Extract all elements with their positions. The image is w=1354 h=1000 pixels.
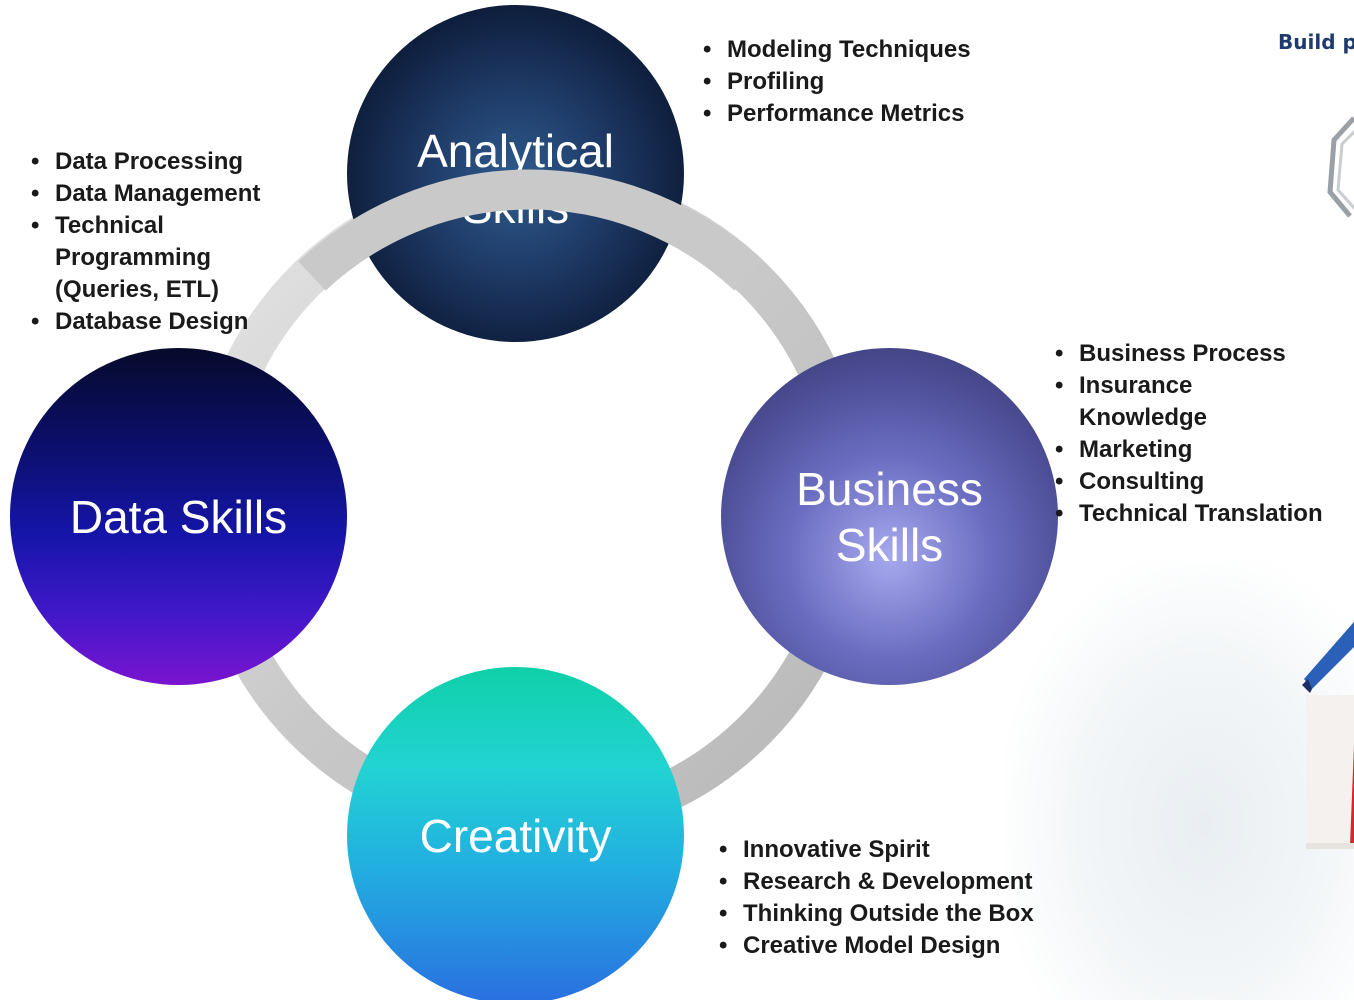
list-item: Data Processing <box>28 146 308 178</box>
business-line-2: Skills <box>835 518 944 571</box>
data-skills-label: Data Skills <box>70 489 287 545</box>
list-item: Technical Translation <box>1052 498 1354 530</box>
corner-title-text: Build p <box>1278 30 1354 54</box>
list-item: Insurance Knowledge <box>1052 370 1249 434</box>
business-skills-node: Business Skills <box>721 348 1058 685</box>
list-item: Data Management <box>28 178 308 210</box>
list-item: Performance Metrics <box>700 98 1040 130</box>
list-item: Research & Development <box>716 866 1096 898</box>
list-item: Profiling <box>700 66 1040 98</box>
data-skills-list: Data Processing Data Management Technica… <box>28 146 308 338</box>
business-line-1: Business <box>796 462 983 515</box>
data-skills-node: Data Skills <box>10 348 347 685</box>
list-item: Creative Model Design <box>716 930 1096 962</box>
creativity-label: Creativity <box>420 808 612 864</box>
list-item: Thinking Outside the Box <box>716 898 1096 930</box>
list-item: Database Design <box>28 306 308 338</box>
list-item: Consulting <box>1052 466 1354 498</box>
list-item: Marketing <box>1052 434 1354 466</box>
list-item: Innovative Spirit <box>716 834 1096 866</box>
business-skills-list: Business Process Insurance Knowledge Mar… <box>1052 338 1354 530</box>
list-item: Modeling Techniques <box>700 34 1040 66</box>
creativity-list: Innovative Spirit Research & Development… <box>716 834 1096 962</box>
pencil-graphic <box>1302 621 1354 849</box>
list-item: Technical Programming (Queries, ETL) <box>28 210 308 306</box>
list-item: Business Process <box>1052 338 1354 370</box>
analytical-skills-node: Analytical Skills <box>347 5 684 342</box>
creativity-line-1: Creativity <box>419 809 612 862</box>
creativity-node: Creativity <box>347 667 684 1000</box>
data-line-1: Data Skills <box>69 490 288 543</box>
analytical-skills-list: Modeling Techniques Profiling Performanc… <box>700 34 1040 130</box>
analytical-line-1: Analytical <box>417 125 614 177</box>
business-skills-label: Business Skills <box>796 461 983 573</box>
badge-graphic <box>1327 116 1354 218</box>
analytical-line-2: Skills <box>461 181 570 233</box>
analytical-skills-label: Analytical Skills <box>347 123 684 235</box>
